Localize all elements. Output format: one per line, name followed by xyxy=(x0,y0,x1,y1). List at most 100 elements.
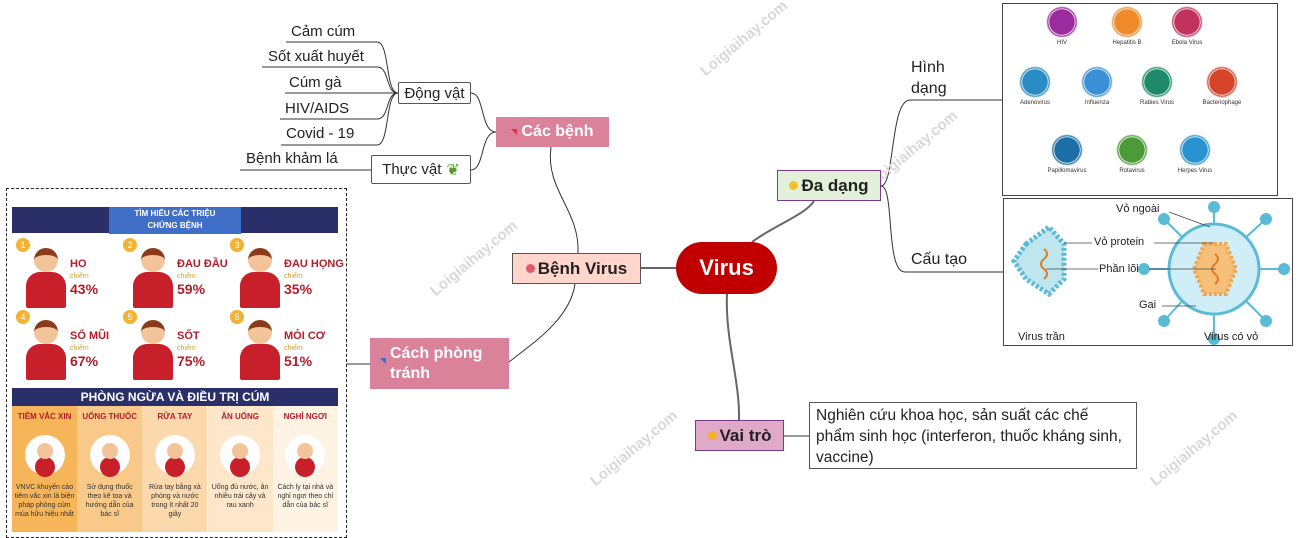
person-illustration xyxy=(220,435,261,475)
virus-shape-item: Rotavirus xyxy=(1103,134,1161,174)
symptom-chiem: chiếm xyxy=(284,273,303,280)
symptom-percent: 67% xyxy=(70,353,99,369)
plant-sprout-icon: ❦ xyxy=(446,161,460,179)
virus-icon xyxy=(1111,6,1143,38)
symptom-name: SỔ MŨI xyxy=(70,330,110,342)
prevention-title: PHÒNG NGỪA VÀ ĐIỀU TRỊ CÚM xyxy=(12,388,338,406)
symptom-percent: 59% xyxy=(177,281,206,297)
virus-icon xyxy=(1051,134,1083,166)
symptom-item: 3 ĐAU HỌNG chiếm 35% xyxy=(228,236,344,316)
virus-icon xyxy=(1179,134,1211,166)
symptom-chiem: chiếm xyxy=(284,345,303,352)
prevention-description: Sử dụng thuốc theo kê toa và hướng dẫn c… xyxy=(85,484,134,518)
label-vo-protein: Vỏ protein xyxy=(1094,236,1145,248)
virus-shape-item: Ebola Virus xyxy=(1158,6,1216,46)
virus-icon xyxy=(1081,66,1113,98)
virus-icon xyxy=(1116,134,1148,166)
topic-label: Vai trò xyxy=(719,425,772,445)
virus-shape-item: Herpes Virus xyxy=(1166,134,1224,174)
symptom-percent: 75% xyxy=(177,353,206,369)
subtopic-cau-tao[interactable]: Cấu tạo xyxy=(911,251,968,268)
virus-structure-diagram xyxy=(1010,201,1290,345)
prevention-item: ĂN UỐNG Uống đủ nước, ăn nhiều trái cây … xyxy=(207,406,273,532)
prevention-heading: ĂN UỐNG xyxy=(221,412,259,421)
prevention-description: Rửa tay bằng xà phòng và nước trong ít n… xyxy=(149,484,201,518)
virus-name: Adenovirus xyxy=(1019,100,1051,106)
symptom-name: HO xyxy=(70,258,87,270)
virus-name: Hepatitis B xyxy=(1112,40,1142,46)
symptom-item: 4 SỔ MŨI chiếm 67% xyxy=(14,308,119,388)
symptom-percent: 35% xyxy=(284,281,313,297)
symptom-number: 1 xyxy=(16,238,30,252)
prevention-item: NGHỈ NGƠI Cách ly tại nhà và nghỉ ngơi t… xyxy=(272,406,338,532)
prevention-description: Uống đủ nước, ăn nhiều trái cây và rau x… xyxy=(211,484,269,509)
topic-label: Bệnh Virus xyxy=(537,258,628,278)
symptom-name: ĐAU ĐẦU xyxy=(177,258,228,270)
person-illustration xyxy=(26,248,68,308)
person-illustration xyxy=(285,435,326,475)
leaf-cam-cum[interactable]: Cảm cúm xyxy=(291,23,356,40)
virus-name: Herpes Virus xyxy=(1177,168,1213,174)
flag-icon xyxy=(511,129,518,135)
symptom-item: 5 SỐT chiếm 75% xyxy=(121,308,226,388)
leaf-sot-xuat-huyet[interactable]: Sốt xuất huyết xyxy=(268,48,364,65)
sick-face-icon xyxy=(525,264,535,273)
virus-icon xyxy=(1019,66,1051,98)
virus-name: Rabies Virus xyxy=(1140,100,1174,106)
person-illustration xyxy=(89,435,130,475)
virus-shape-item: Papillomavirus xyxy=(1038,134,1096,174)
topic-thuc-vat[interactable]: Thực vật ❦ xyxy=(371,155,471,184)
symptom-item: 1 HO chiếm 43% xyxy=(14,236,119,316)
topic-benh-virus[interactable]: Bệnh Virus xyxy=(512,253,641,284)
person-illustration xyxy=(133,320,175,380)
prevention-heading: TIÊM VẮC XIN xyxy=(17,412,72,421)
prevention-heading: RỬA TAY xyxy=(157,412,193,421)
person-illustration xyxy=(24,435,65,475)
topic-vai-tro[interactable]: Vai trò xyxy=(695,420,784,451)
symptom-number: 4 xyxy=(16,310,30,324)
virus-name: Influenza xyxy=(1084,100,1110,106)
topic-label: Các bệnh xyxy=(521,123,594,140)
smiley-face-icon xyxy=(789,181,799,190)
symptom-chiem: chiếm xyxy=(70,273,89,280)
symptom-number: 3 xyxy=(230,238,244,252)
symptom-item: 6 MỎI CƠ chiếm 51% xyxy=(228,308,333,388)
topic-label: Cách phòng tránh xyxy=(390,345,483,382)
label-virus-co-vo: Virus có vỏ xyxy=(1204,331,1259,343)
virus-name: Bacteriophage xyxy=(1202,100,1242,106)
leaf-hiv-aids[interactable]: HIV/AIDS xyxy=(285,100,350,117)
topic-label: Đa dạng xyxy=(801,175,869,195)
symptom-number: 2 xyxy=(123,238,137,252)
leaf-benh-kham-la[interactable]: Bệnh khảm lá xyxy=(246,150,338,167)
symptom-number: 6 xyxy=(230,310,244,324)
prevention-item: TIÊM VẮC XIN VNVC khuyến cáo tiêm vắc xi… xyxy=(12,406,77,532)
virus-icon xyxy=(1046,6,1078,38)
prevention-item: UỐNG THUỐC Sử dụng thuốc theo kê toa và … xyxy=(77,406,143,532)
symptom-percent: 51% xyxy=(284,353,313,369)
symptom-item: 2 ĐAU ĐẦU chiếm 59% xyxy=(121,236,228,316)
flag-icon xyxy=(380,358,386,364)
leaf-covid-19[interactable]: Covid - 19 xyxy=(286,125,355,142)
virus-shape-item: Rabies Virus xyxy=(1128,66,1186,106)
subtopic-hinh-dang[interactable]: Hình dạng xyxy=(911,59,947,97)
virus-name: Ebola Virus xyxy=(1171,40,1203,46)
prevention-description: Cách ly tại nhà và nghỉ ngơi theo chỉ dẫ… xyxy=(277,484,334,509)
central-topic-virus[interactable]: Virus xyxy=(676,242,777,294)
virus-icon xyxy=(1171,6,1203,38)
topic-da-dang[interactable]: Đa dạng xyxy=(777,170,881,201)
virus-icon xyxy=(1141,66,1173,98)
note-vai-tro[interactable]: Nghiên cứu khoa học, sản suất các chế ph… xyxy=(809,402,1137,469)
topic-cac-benh[interactable]: Các bệnh xyxy=(496,117,609,147)
topic-dong-vat[interactable]: Động vật xyxy=(398,82,471,104)
symptom-chiem: chiếm xyxy=(177,273,196,280)
leaf-cum-ga[interactable]: Cúm gà xyxy=(289,74,342,91)
prevention-description: VNVC khuyến cáo tiêm vắc xin là biện phá… xyxy=(14,484,75,518)
topic-cach-phong-tranh[interactable]: Cách phòng tránh xyxy=(370,338,509,389)
label-phan-loi: Phần lõi xyxy=(1099,263,1139,275)
symptom-name: SỐT xyxy=(177,330,200,342)
prevention-heading: UỐNG THUỐC xyxy=(82,412,138,421)
person-illustration xyxy=(26,320,68,380)
person-illustration xyxy=(133,248,175,308)
symptom-name: ĐAU HỌNG xyxy=(284,258,344,270)
